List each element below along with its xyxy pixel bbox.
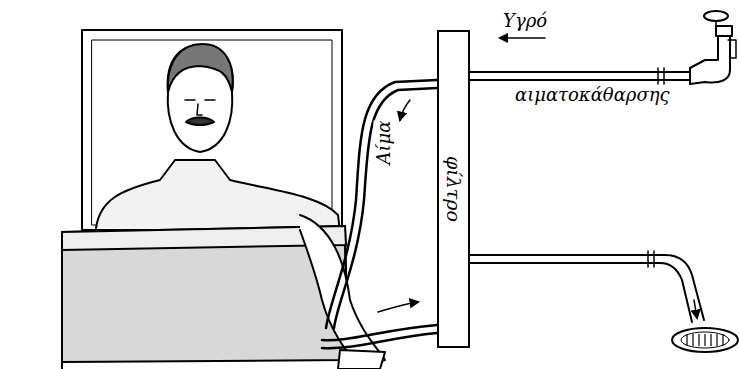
fluid-label: αιματοκάθαρσης [515, 84, 670, 105]
blood-tube-in [322, 325, 437, 340]
flow-arrow [400, 100, 410, 120]
flow-arrow [500, 37, 545, 39]
fluid-label: Υγρό [503, 10, 547, 31]
moustache [186, 118, 214, 126]
head [168, 45, 233, 152]
filter-box: φίλτρο [437, 30, 470, 348]
flow-arrow [378, 302, 418, 312]
hair [168, 44, 233, 92]
drain [672, 328, 738, 352]
tap [690, 36, 730, 84]
blood-label: Αίμα [373, 120, 394, 164]
fluid-pipe [470, 72, 690, 80]
waste-pipe [470, 255, 704, 322]
blood-tube-out [326, 80, 437, 328]
filter-label: φίλτρο [443, 156, 465, 222]
